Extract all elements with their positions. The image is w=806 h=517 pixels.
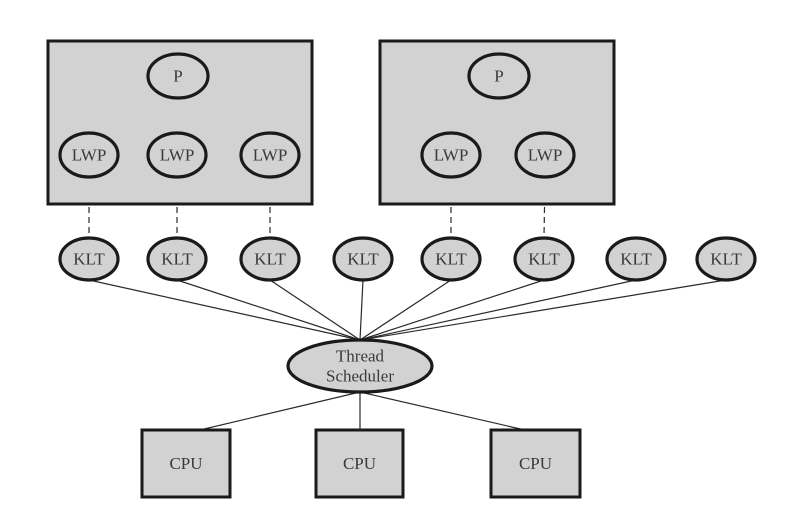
klt-node-shape [239,236,301,282]
lwp-node-label: LWP [528,146,563,165]
thread-scheduler-label-line1: Thread [336,347,385,366]
cpu-box-shape [314,428,405,499]
klt-node-label: KLT [620,250,652,269]
klt-node: KLT [695,236,757,282]
klt-node-label: KLT [254,250,286,269]
edge-klt-to-scheduler [176,279,361,341]
klt-node-label: KLT [73,250,105,269]
edge-klt-to-scheduler [359,279,727,341]
klt-node: KLT [58,236,120,282]
lwp-node: LWP [420,131,482,179]
process-boxes-layer [46,39,616,206]
edge-klt-to-scheduler [359,279,452,341]
klt-node: KLT [146,236,208,282]
lwp-node-shape [420,131,482,179]
klt-node-shape [420,236,482,282]
lwp-node: LWP [146,131,208,179]
cpu-label: CPU [343,454,376,473]
klt-node-shape [695,236,757,282]
klt-node-shape [513,236,575,282]
edge-scheduler-to-cpu [359,391,526,431]
process-node-p-label: P [494,67,503,86]
process-node-p-shape [146,52,210,100]
klt-node-shape [605,236,667,282]
klt-node: KLT [605,236,667,282]
klt-node-label: KLT [710,250,742,269]
klt-node-label: KLT [161,250,193,269]
edge-klt-to-scheduler [88,279,361,341]
lwp-node: LWP [58,131,120,179]
cpu-box: CPU [140,428,232,499]
edge-klt-to-scheduler [269,279,361,341]
klt-node-shape [58,236,120,282]
thread-scheduler-shape [286,338,434,394]
lwp-node-shape [239,131,301,179]
process-node-p-label: P [173,67,182,86]
edge-klt-to-scheduler [359,279,545,341]
cpu-label: CPU [169,454,202,473]
process-node-p-shape [467,52,531,100]
lwp-node: LWP [514,131,576,179]
cpu-label: CPU [519,454,552,473]
lwp-node-label: LWP [72,146,107,165]
klt-node-shape [332,236,394,282]
klt-node: KLT [420,236,482,282]
nodes-layer: P LWP LWP LWP P LWP LWP KLT KLT KLT KLT KLT KLT KLT KL… [58,52,757,499]
thread-scheduler-label-line2: Scheduler [326,367,394,386]
process-node-p: P [467,52,531,100]
lwp-node-label: LWP [160,146,195,165]
edge-klt-to-scheduler [359,279,364,341]
klt-node: KLT [332,236,394,282]
edge-scheduler-to-cpu [199,391,361,431]
klt-node-shape [146,236,208,282]
lwp-node-label: LWP [434,146,469,165]
lwp-node: LWP [239,131,301,179]
klt-node-label: KLT [528,250,560,269]
lwp-node-shape [146,131,208,179]
lwp-node-shape [514,131,576,179]
klt-node-label: KLT [435,250,467,269]
edge-klt-to-scheduler [359,279,637,341]
cpu-box-shape [489,428,582,499]
klt-node: KLT [239,236,301,282]
cpu-box: CPU [489,428,582,499]
klt-node-label: KLT [347,250,379,269]
klt-node: KLT [513,236,575,282]
process-node-p: P [146,52,210,100]
cpu-box: CPU [314,428,405,499]
lwp-node-shape [58,131,120,179]
cpu-box-shape [140,428,232,499]
lwp-node-label: LWP [253,146,288,165]
